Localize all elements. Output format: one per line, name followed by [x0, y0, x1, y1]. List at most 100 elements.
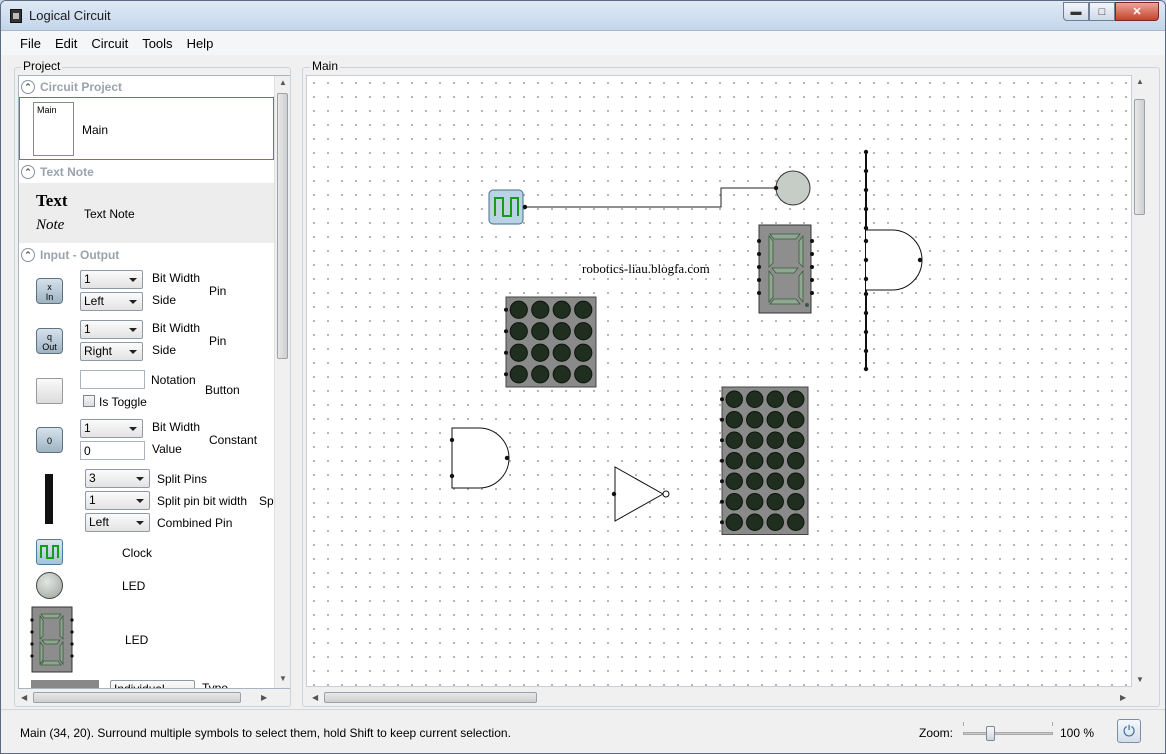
scrollbar-thumb[interactable]	[33, 692, 241, 703]
matrix-led	[766, 513, 784, 531]
split-bit-width-select[interactable]: 1	[85, 491, 150, 510]
led-matrix-icon[interactable]	[31, 680, 99, 688]
project-horizontal-scrollbar[interactable]: ◀ ▶	[18, 689, 274, 706]
maximize-button[interactable]: □	[1089, 2, 1115, 21]
is-toggle-checkbox[interactable]	[83, 395, 95, 407]
clock-symbol[interactable]	[488, 189, 528, 225]
scroll-up-arrow-icon[interactable]: ▲	[279, 78, 287, 87]
constant-value-field[interactable]: 0	[80, 441, 145, 460]
menu-tools[interactable]: Tools	[142, 35, 173, 51]
scrollbar-thumb[interactable]	[1134, 99, 1145, 215]
menu-help[interactable]: Help	[186, 35, 214, 51]
output-side-select[interactable]: Right	[80, 342, 143, 361]
button-tool[interactable]: Notation Is Toggle Button	[19, 368, 274, 416]
and-gate-multi-input[interactable]	[863, 149, 923, 372]
matrix-type-select[interactable]: Individual	[110, 680, 195, 688]
app-icon	[10, 9, 22, 23]
constant-bit-width-select[interactable]: 1	[80, 419, 143, 438]
menu-edit[interactable]: Edit	[54, 35, 78, 51]
not-gate[interactable]	[611, 466, 670, 522]
circuit-item-name: Main	[82, 123, 109, 137]
bit-width-label: Bit Width	[152, 321, 201, 335]
led-tool[interactable]: LED	[19, 571, 274, 601]
clock-label: Clock	[122, 546, 153, 560]
clock-tool[interactable]: Clock	[19, 538, 274, 568]
collapse-chevron-icon[interactable]: ⌃	[21, 80, 35, 94]
input-side-select[interactable]: Left	[80, 292, 143, 311]
menu-file[interactable]: File	[20, 35, 41, 51]
constant-icon[interactable]: 0	[36, 427, 63, 453]
collapse-chevron-icon[interactable]: ⌃	[21, 165, 35, 179]
zoom-slider-thumb[interactable]	[986, 726, 995, 741]
circuit-item-main[interactable]: Main Main	[19, 97, 274, 160]
window-title: Logical Circuit	[29, 8, 111, 23]
project-vertical-scrollbar[interactable]: ▲ ▼	[274, 76, 290, 688]
scroll-right-arrow-icon[interactable]: ▶	[261, 693, 268, 702]
power-icon[interactable]: ⏻	[1117, 719, 1141, 743]
circuit-diagram[interactable]	[307, 76, 1132, 687]
led-matrix-tool[interactable]: Individual Type	[19, 678, 274, 688]
button-symbol-icon[interactable]	[36, 378, 63, 404]
pin-label: Pin	[209, 334, 227, 348]
zoom-value: 100 %	[1060, 726, 1095, 740]
text-note-sample-italic: Note	[36, 217, 65, 233]
matrix-led	[787, 472, 805, 490]
section-input-output[interactable]: ⌃ Input - Output	[21, 246, 119, 264]
menu-circuit[interactable]: Circuit	[91, 35, 129, 51]
project-toolbox: ⌃ Circuit Project Main Main ⌃ Text Note …	[18, 75, 290, 689]
led-icon[interactable]	[36, 572, 63, 599]
split-pins-select[interactable]: 3	[85, 469, 150, 488]
text-note-item[interactable]: Text Note Text Note	[19, 183, 274, 243]
led-symbol[interactable]	[773, 170, 811, 206]
combined-pin-select[interactable]: Left	[85, 513, 150, 532]
seven-segment-symbol[interactable]	[757, 224, 814, 314]
matrix-led	[725, 493, 743, 511]
wire[interactable]	[524, 187, 777, 208]
clock-icon[interactable]	[36, 539, 63, 565]
main-panel-label: Main	[310, 59, 341, 73]
matrix-led	[746, 513, 764, 531]
seven-segment-icon[interactable]	[29, 606, 79, 674]
pin-label: Pin	[209, 284, 227, 298]
notation-field[interactable]	[80, 370, 145, 389]
and-gate[interactable]	[449, 427, 510, 489]
led-matrix-4x7[interactable]	[720, 386, 809, 535]
scroll-right-arrow-icon[interactable]: ▶	[1120, 693, 1127, 702]
scroll-down-arrow-icon[interactable]: ▼	[279, 674, 287, 683]
scrollbar-thumb[interactable]	[324, 692, 537, 703]
led7-tool[interactable]: LED	[19, 604, 274, 674]
matrix-led	[787, 452, 805, 470]
section-text-note[interactable]: ⌃ Text Note	[21, 163, 94, 181]
collapse-chevron-icon[interactable]: ⌃	[21, 248, 35, 262]
led-matrix-4x4[interactable]	[504, 296, 597, 388]
minimize-button[interactable]: ▬	[1063, 2, 1089, 21]
circuit-canvas[interactable]: robotics-liau.blogfa.com	[306, 75, 1132, 687]
output-bit-width-select[interactable]: 1	[80, 320, 143, 339]
matrix-led	[574, 365, 593, 384]
scroll-up-arrow-icon[interactable]: ▲	[1136, 77, 1144, 86]
section-circuit-project[interactable]: ⌃ Circuit Project	[21, 78, 122, 96]
matrix-led	[766, 431, 784, 449]
scroll-down-arrow-icon[interactable]: ▼	[1136, 675, 1144, 684]
scroll-left-arrow-icon[interactable]: ◀	[21, 693, 28, 702]
input-bit-width-select[interactable]: 1	[80, 270, 143, 289]
splitter-icon[interactable]	[45, 474, 53, 524]
matrix-pin	[504, 372, 508, 377]
matrix-led	[552, 343, 571, 362]
splitter-tool[interactable]: 3 1 Left Split Pins Split pin bit width …	[19, 468, 274, 532]
matrix-led	[531, 343, 550, 362]
splitter-label: Sp	[259, 494, 274, 508]
canvas-horizontal-scrollbar[interactable]: ◀ ▶	[306, 689, 1132, 706]
zoom-slider[interactable]	[963, 732, 1053, 735]
scroll-left-arrow-icon[interactable]: ◀	[312, 693, 319, 702]
clock-wave-icon	[40, 545, 59, 559]
close-button[interactable]: ✕	[1115, 2, 1159, 21]
constant-tool[interactable]: 0 1 0 Bit Width Value Constant	[19, 418, 274, 464]
canvas-vertical-scrollbar[interactable]: ▲ ▼	[1132, 75, 1149, 689]
caption-buttons: ▬ □ ✕	[1063, 2, 1159, 21]
scrollbar-thumb[interactable]	[277, 93, 288, 359]
